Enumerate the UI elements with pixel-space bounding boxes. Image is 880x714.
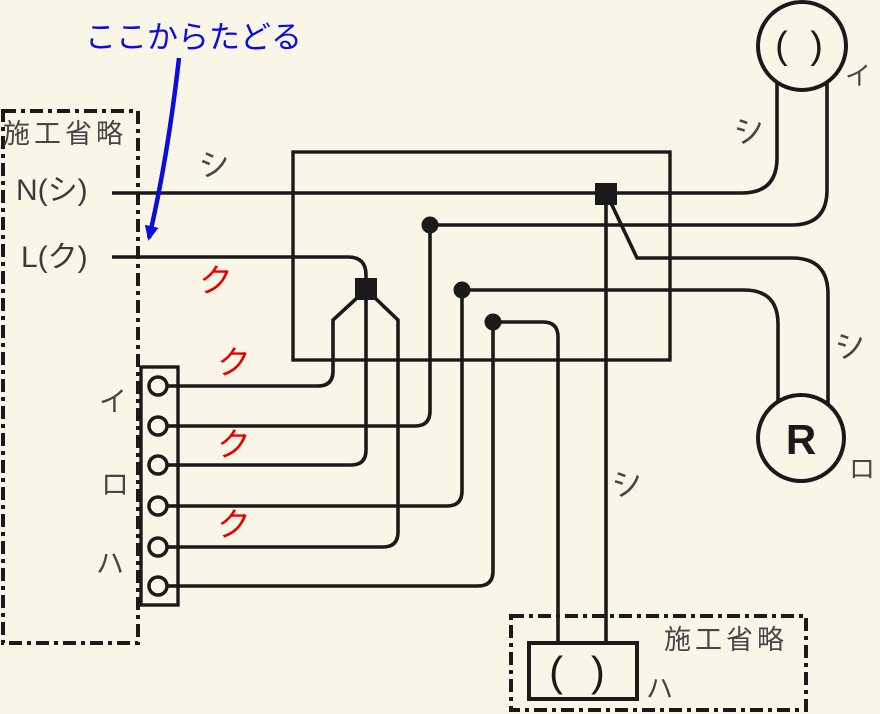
wire-dot2-lamp-r: [462, 288, 780, 401]
switch-terminal: [147, 454, 169, 476]
wire-t2-drop: [167, 225, 432, 428]
connector-square-icon: [355, 278, 377, 300]
wire-line-main: [112, 255, 368, 282]
switch-terminal: [147, 415, 169, 437]
switch-terminal: [147, 536, 169, 558]
switch-label-ha: ハ: [96, 548, 125, 579]
wire-dot3-lamp-ha: [493, 320, 560, 643]
annotation-text: ここからたどる: [85, 20, 302, 55]
source-box-label: 施工省略: [3, 119, 127, 149]
switch-strip: [139, 365, 180, 607]
lamp-r-symbol: R: [785, 416, 817, 463]
switch-label-ro: ロ: [101, 469, 130, 500]
wire-sq2-lamp-r: [609, 202, 830, 404]
wire-neutral-main: [112, 82, 779, 195]
trace-arrow-icon: [144, 57, 182, 241]
lamp-ha-box-label: 施工省略: [664, 625, 788, 655]
junction-dot-icon: [453, 281, 471, 299]
wire-label-ku-main: ク: [197, 262, 234, 299]
lamp-ha-box-outline: [509, 614, 808, 712]
lamp-i-circle: [756, 0, 848, 92]
wire-lamp-i-return: [430, 82, 829, 227]
wire-label-shi-main: シ: [196, 144, 233, 185]
lamp-ha-label: ハ: [646, 674, 673, 704]
wire-dot3-t6: [167, 322, 495, 588]
lamp-ha-rect: [527, 641, 639, 701]
lamp-r-circle: [756, 393, 846, 483]
switch-terminal: [147, 495, 169, 517]
junction-dot-icon: [484, 313, 502, 331]
connector-square-icon: [595, 183, 617, 205]
wire-dot2-t4: [167, 290, 464, 508]
wire-sq1-t1: [167, 295, 360, 388]
switch-terminal: [147, 375, 169, 397]
switch-terminal: [147, 575, 169, 597]
wire-label-ku-1: ク: [215, 344, 252, 381]
switch-label-i: イ: [99, 386, 128, 417]
junction-dot-icon: [421, 216, 439, 234]
wire-sq1-t5: [167, 295, 400, 549]
lamp-i-symbol: ( ): [775, 25, 829, 67]
lamp-r-label: ロ: [849, 454, 876, 484]
source-box-outline: [1, 109, 140, 645]
lamp-i-label: イ: [845, 61, 872, 91]
wire-label-ku-2: ク: [215, 426, 252, 463]
wire-sq1-t3: [167, 299, 368, 467]
l-line-label: L(ク): [21, 241, 88, 274]
lamp-ha-symbol: ( ): [549, 648, 613, 695]
n-line-label: N(シ): [16, 174, 88, 207]
wire-label-ku-3: ク: [215, 506, 252, 543]
